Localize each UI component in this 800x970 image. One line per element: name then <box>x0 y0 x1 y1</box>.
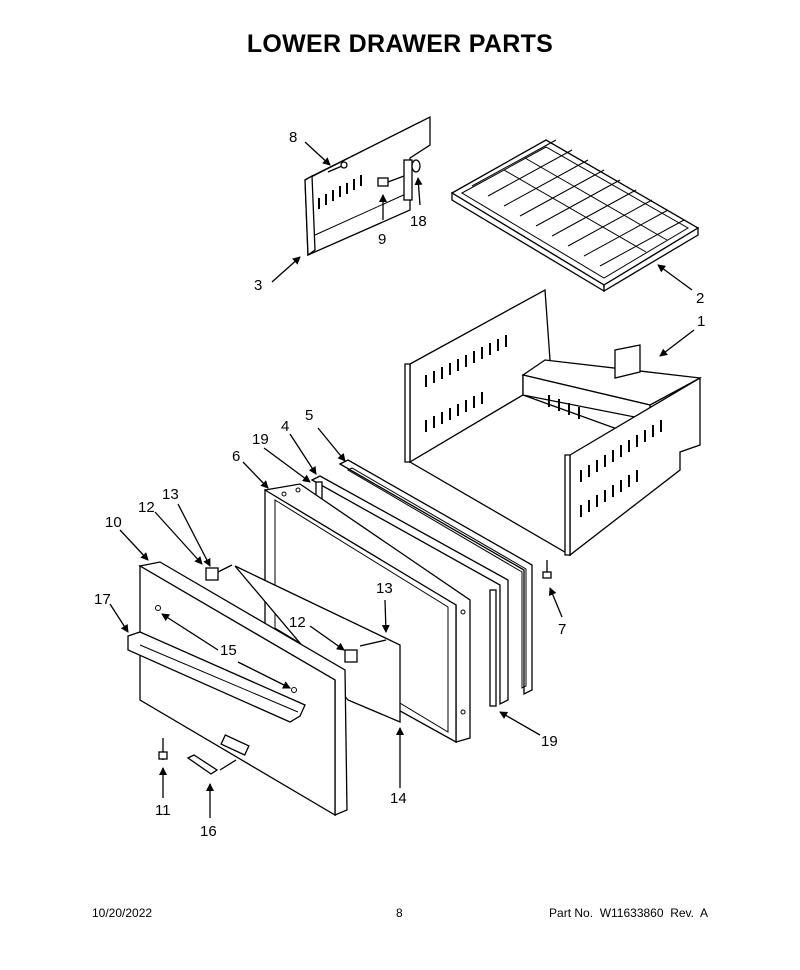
callout-13-right: 13 <box>376 580 393 597</box>
callout-labels: 8 9 18 3 2 1 5 4 19 6 13 12 10 17 13 12 … <box>94 129 705 840</box>
callout-12-right: 12 <box>289 614 306 631</box>
callout-2: 2 <box>696 290 704 307</box>
callout-7: 7 <box>558 621 566 638</box>
part-clip-screw-12-13-right <box>344 639 387 663</box>
part-door-handle <box>127 631 306 723</box>
part-slide-bracket <box>304 115 431 257</box>
callout-10: 10 <box>105 514 122 531</box>
callout-5: 5 <box>305 407 313 424</box>
callout-1: 1 <box>697 313 705 330</box>
part-screw-11 <box>158 738 168 760</box>
callout-4: 4 <box>281 418 289 435</box>
callout-11: 11 <box>155 802 171 819</box>
part-screw-9 <box>377 175 405 187</box>
footer-date: 10/20/2022 <box>92 906 153 920</box>
part-screw-7 <box>542 560 552 579</box>
callout-6: 6 <box>232 448 240 465</box>
part-drawer-grate <box>450 139 700 293</box>
part-gasket-strip-19 <box>315 481 497 707</box>
callout-8: 8 <box>289 129 297 146</box>
footer-page-number: 8 <box>396 906 403 920</box>
callout-12-left: 12 <box>138 499 155 516</box>
page-title: LOWER DRAWER PARTS <box>246 30 554 58</box>
callout-16: 16 <box>200 823 217 840</box>
part-gasket-4 <box>310 475 509 706</box>
callout-14: 14 <box>390 790 407 807</box>
callout-9: 9 <box>378 231 386 248</box>
part-badge-16 <box>186 754 219 775</box>
callout-19-bottom: 19 <box>541 733 558 750</box>
part-clip-screw-12-13-left <box>205 564 233 581</box>
callout-13-left: 13 <box>162 486 179 503</box>
part-drawer-bin <box>404 288 703 557</box>
callout-19-top: 19 <box>252 431 269 448</box>
part-gasket-5 <box>338 459 533 696</box>
callout-15: 15 <box>220 642 237 659</box>
callout-17: 17 <box>94 591 111 608</box>
part-washer-18 <box>411 159 421 173</box>
leader-lines <box>109 141 695 818</box>
callout-18: 18 <box>410 213 427 230</box>
footer-part-number: Part No. W11633860 Rev. A <box>549 906 708 920</box>
part-screw-8 <box>327 161 348 173</box>
callout-3: 3 <box>254 277 262 294</box>
